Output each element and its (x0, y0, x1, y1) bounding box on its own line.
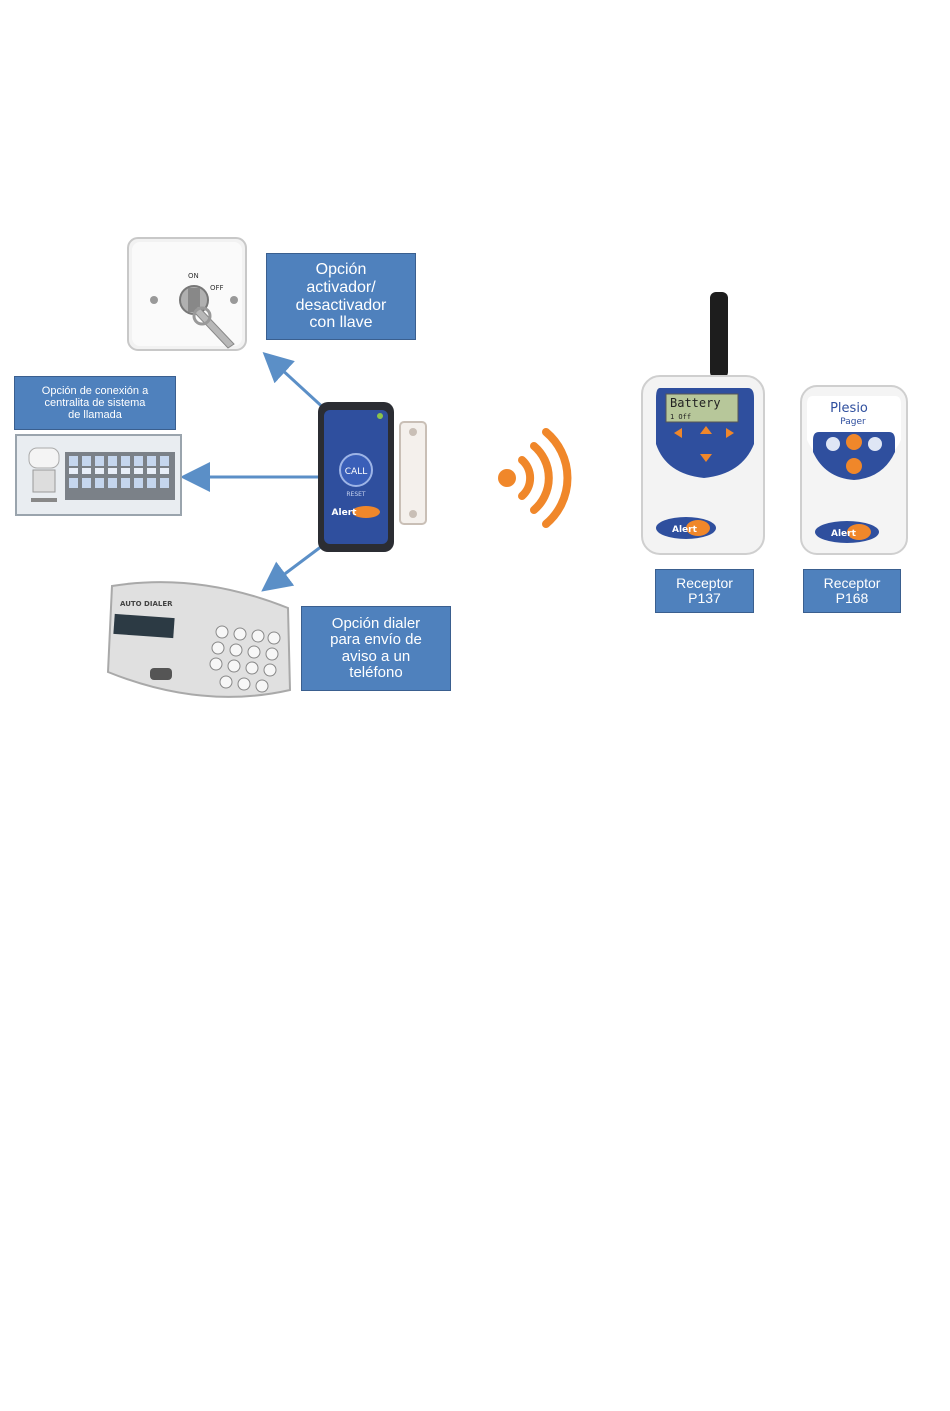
auto-dialer-device-icon: AUTO DIALER (102, 572, 294, 712)
transmitter-reset-label: RESET (346, 491, 366, 498)
label-dialer: Opción dialer para envío de aviso a un t… (301, 606, 451, 691)
transmitter-brand-label: Alert (332, 508, 358, 518)
key-off-label: OFF (210, 284, 224, 292)
label-receptor-p168: Receptor P168 (803, 569, 901, 613)
label-receptor-p137: Receptor P137 (655, 569, 754, 613)
p168-subtitle-label: Pager (840, 417, 866, 427)
key-on-label: ON (188, 272, 199, 280)
transmitter-device-icon: CALL RESET Alert (316, 400, 396, 554)
call-panel-device-icon (15, 434, 183, 516)
p168-title-label: Plesio (830, 401, 868, 416)
transmitter-call-label: CALL (345, 467, 367, 477)
dialer-brand-label: AUTO DIALER (120, 600, 173, 608)
p168-brand-label: Alert (831, 529, 857, 539)
receptor-p137-device-icon: Battery 1 Off Alert (638, 288, 768, 558)
receptor-p168-device-icon: Plesio Pager Alert (797, 382, 911, 558)
magnetic-contact-icon (398, 420, 428, 526)
p137-screen-line1: Battery (670, 396, 721, 410)
p137-screen-line2: 1 Off (670, 413, 691, 421)
wireless-signal-icon (492, 428, 582, 528)
key-switch-device-icon: ON OFF (102, 228, 266, 364)
label-key-switch: Opción activador/ desactivador con llave (266, 253, 416, 340)
p137-brand-label: Alert (672, 525, 698, 535)
label-call-system: Opción de conexión a centralita de siste… (14, 376, 176, 430)
